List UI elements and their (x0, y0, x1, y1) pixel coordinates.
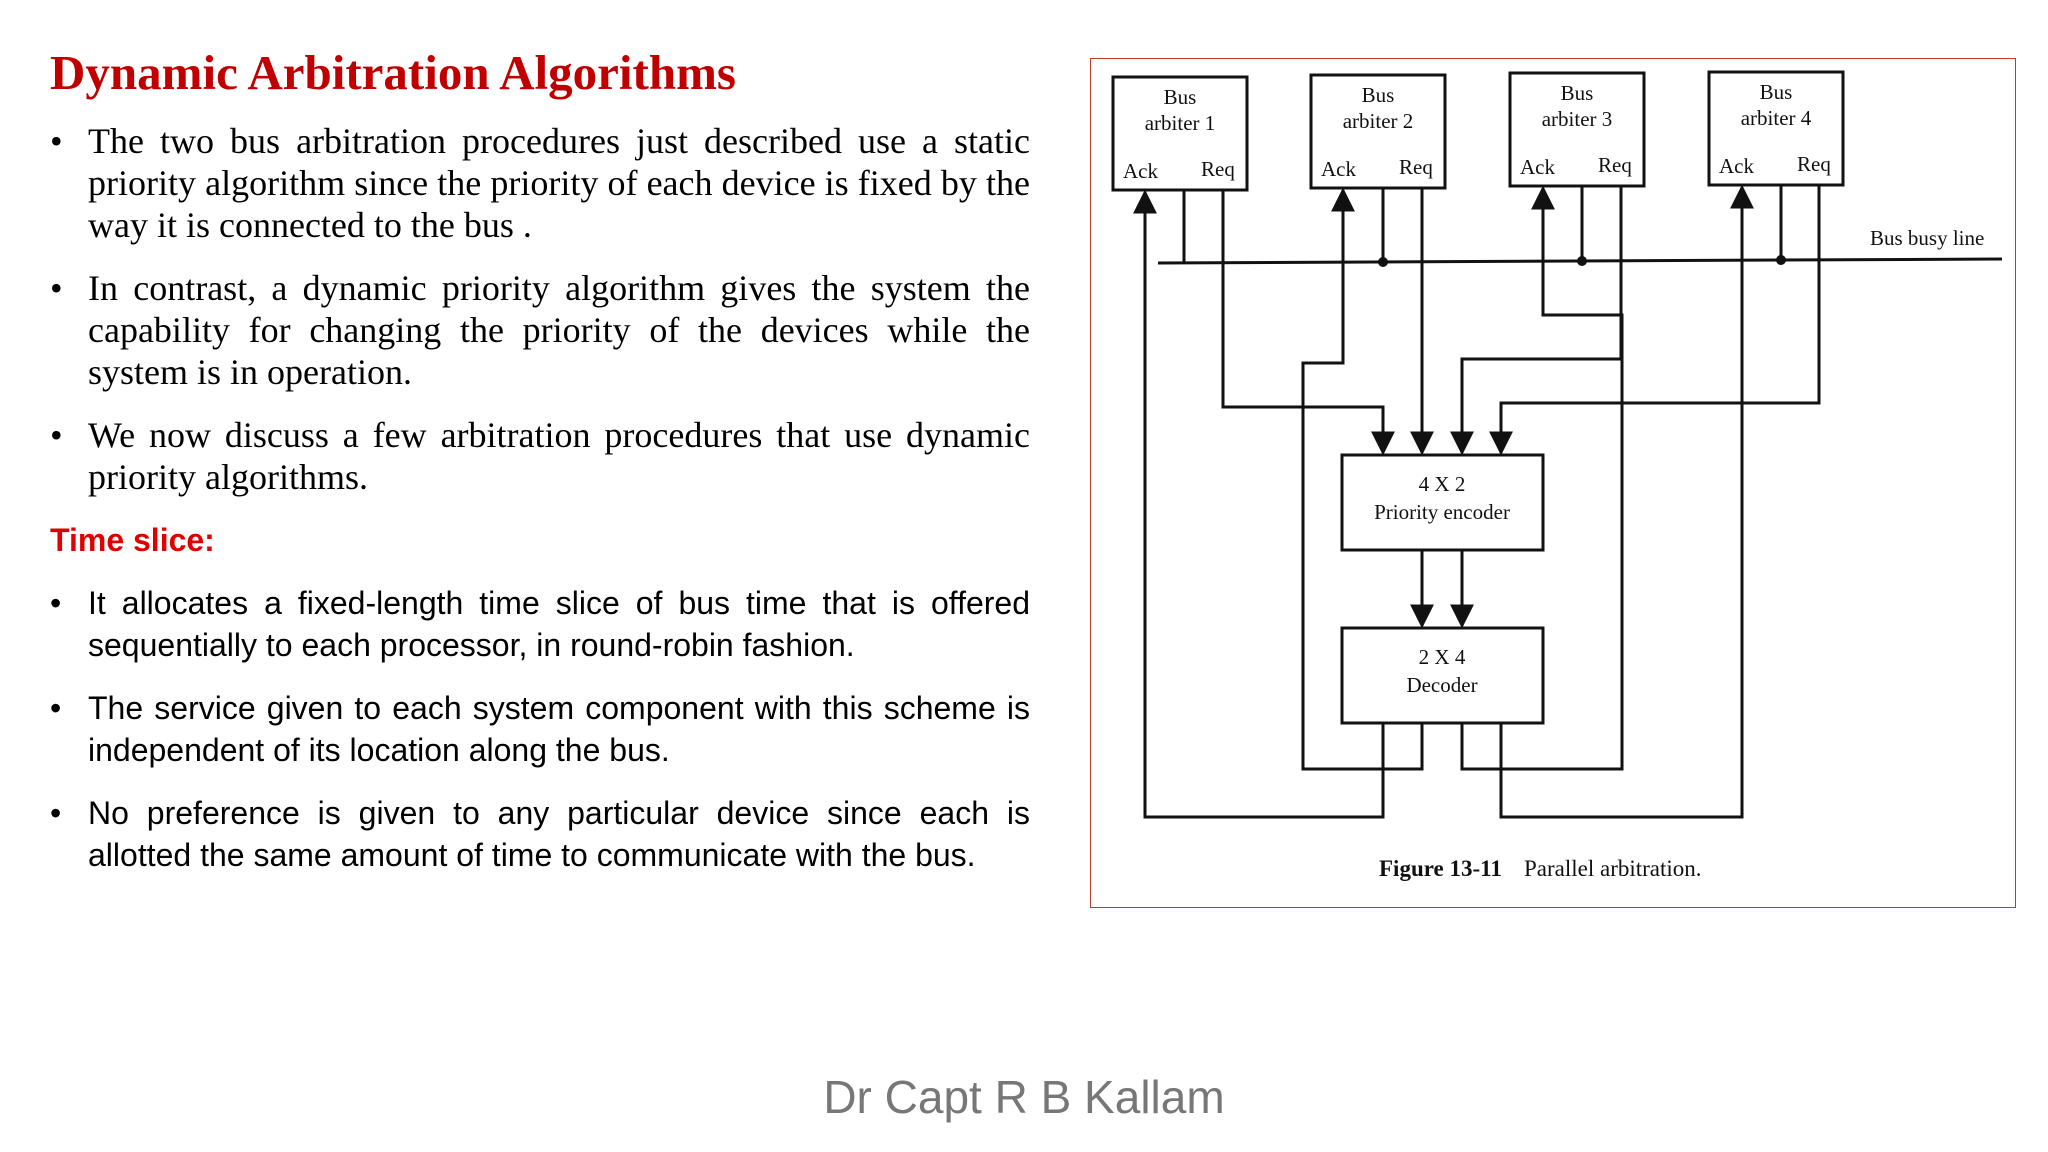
encoder-line1: 4 X 2 (1419, 472, 1466, 496)
bullet-text: No preference is given to any particular… (88, 795, 1030, 873)
arbiter-2-req-label: Req (1399, 155, 1433, 179)
bullet-item: • In contrast, a dynamic priority algori… (50, 267, 1030, 393)
bullet-dot: • (50, 268, 63, 308)
bullet-text: The service given to each system compone… (88, 690, 1030, 768)
bullet-dot: • (50, 121, 63, 161)
junction-dot (1577, 256, 1587, 266)
bus-busy-label: Bus busy line (1870, 226, 1984, 250)
arbiter-1-req-label: Req (1201, 157, 1235, 181)
arbiter-box-1 (1111, 75, 1249, 192)
bullet-text: In contrast, a dynamic priority algorith… (88, 268, 1030, 392)
junction-dot (1776, 255, 1786, 265)
bullet-item: • The two bus arbitration procedures jus… (50, 120, 1030, 246)
bullet-item: • It allocates a fixed-length time slice… (50, 582, 1030, 666)
arbiter-4-ack-label: Ack (1719, 154, 1754, 178)
arbiter-2-line2: arbiter 2 (1343, 109, 1414, 133)
arbiter-box-3 (1508, 71, 1646, 188)
bullet-item: • No preference is given to any particul… (50, 792, 1030, 876)
bullet-dot: • (50, 415, 63, 455)
arbiter-box-4 (1707, 70, 1845, 187)
footer-author: Dr Capt R B Kallam (823, 1071, 1225, 1123)
arbiter-1-line1: Bus (1164, 85, 1197, 109)
arbiter-3-line2: arbiter 3 (1542, 107, 1613, 131)
arbiter-1-ack-label: Ack (1123, 159, 1158, 183)
arbiter-4-req-label: Req (1797, 152, 1831, 176)
figure-caption-number: Figure 13-11 (1379, 856, 1502, 881)
bullet-dot: • (50, 585, 62, 621)
bullet-text: The two bus arbitration procedures just … (88, 121, 1030, 245)
decoder-line2: Decoder (1406, 673, 1477, 697)
arbiter-3-req-label: Req (1598, 153, 1632, 177)
encoder-line2: Priority encoder (1374, 500, 1510, 524)
arbiter-box-2 (1309, 73, 1447, 190)
slide-title: Dynamic Arbitration Algorithms (50, 45, 736, 100)
bullet-item: • We now discuss a few arbitration proce… (50, 414, 1030, 498)
decoder-box (1340, 626, 1545, 725)
junction-dot (1378, 257, 1388, 267)
bullet-text: We now discuss a few arbitration procedu… (88, 415, 1030, 497)
arbiter-2-line1: Bus (1362, 83, 1395, 107)
parallel-arbitration-diagram: Bus arbiter 1 Bus arbiter 2 Bus arbiter … (1111, 70, 2003, 881)
bullet-dot: • (50, 795, 62, 831)
decoder-line1: 2 X 4 (1419, 645, 1466, 669)
arbiter-3-ack-label: Ack (1520, 155, 1555, 179)
bullet-list: • The two bus arbitration procedures jus… (50, 120, 1030, 876)
arbiter-3-line1: Bus (1561, 81, 1594, 105)
arbiter-2-ack-label: Ack (1321, 157, 1356, 181)
figure-caption-text: Parallel arbitration. (1524, 856, 1702, 881)
bullet-dot: • (50, 690, 62, 726)
figure-parallel-arbitration: Bus arbiter 1 Bus arbiter 2 Bus arbiter … (1090, 58, 2016, 908)
arbiter-4-line1: Bus (1760, 80, 1793, 104)
arbiter-4-line2: arbiter 4 (1741, 106, 1812, 130)
section-label-time-slice: Time slice: (50, 522, 215, 558)
bullet-text: It allocates a fixed-length time slice o… (88, 585, 1030, 663)
bullet-item: • The service given to each system compo… (50, 687, 1030, 771)
priority-encoder-box (1340, 453, 1545, 552)
arbiter-1-line2: arbiter 1 (1145, 111, 1216, 135)
